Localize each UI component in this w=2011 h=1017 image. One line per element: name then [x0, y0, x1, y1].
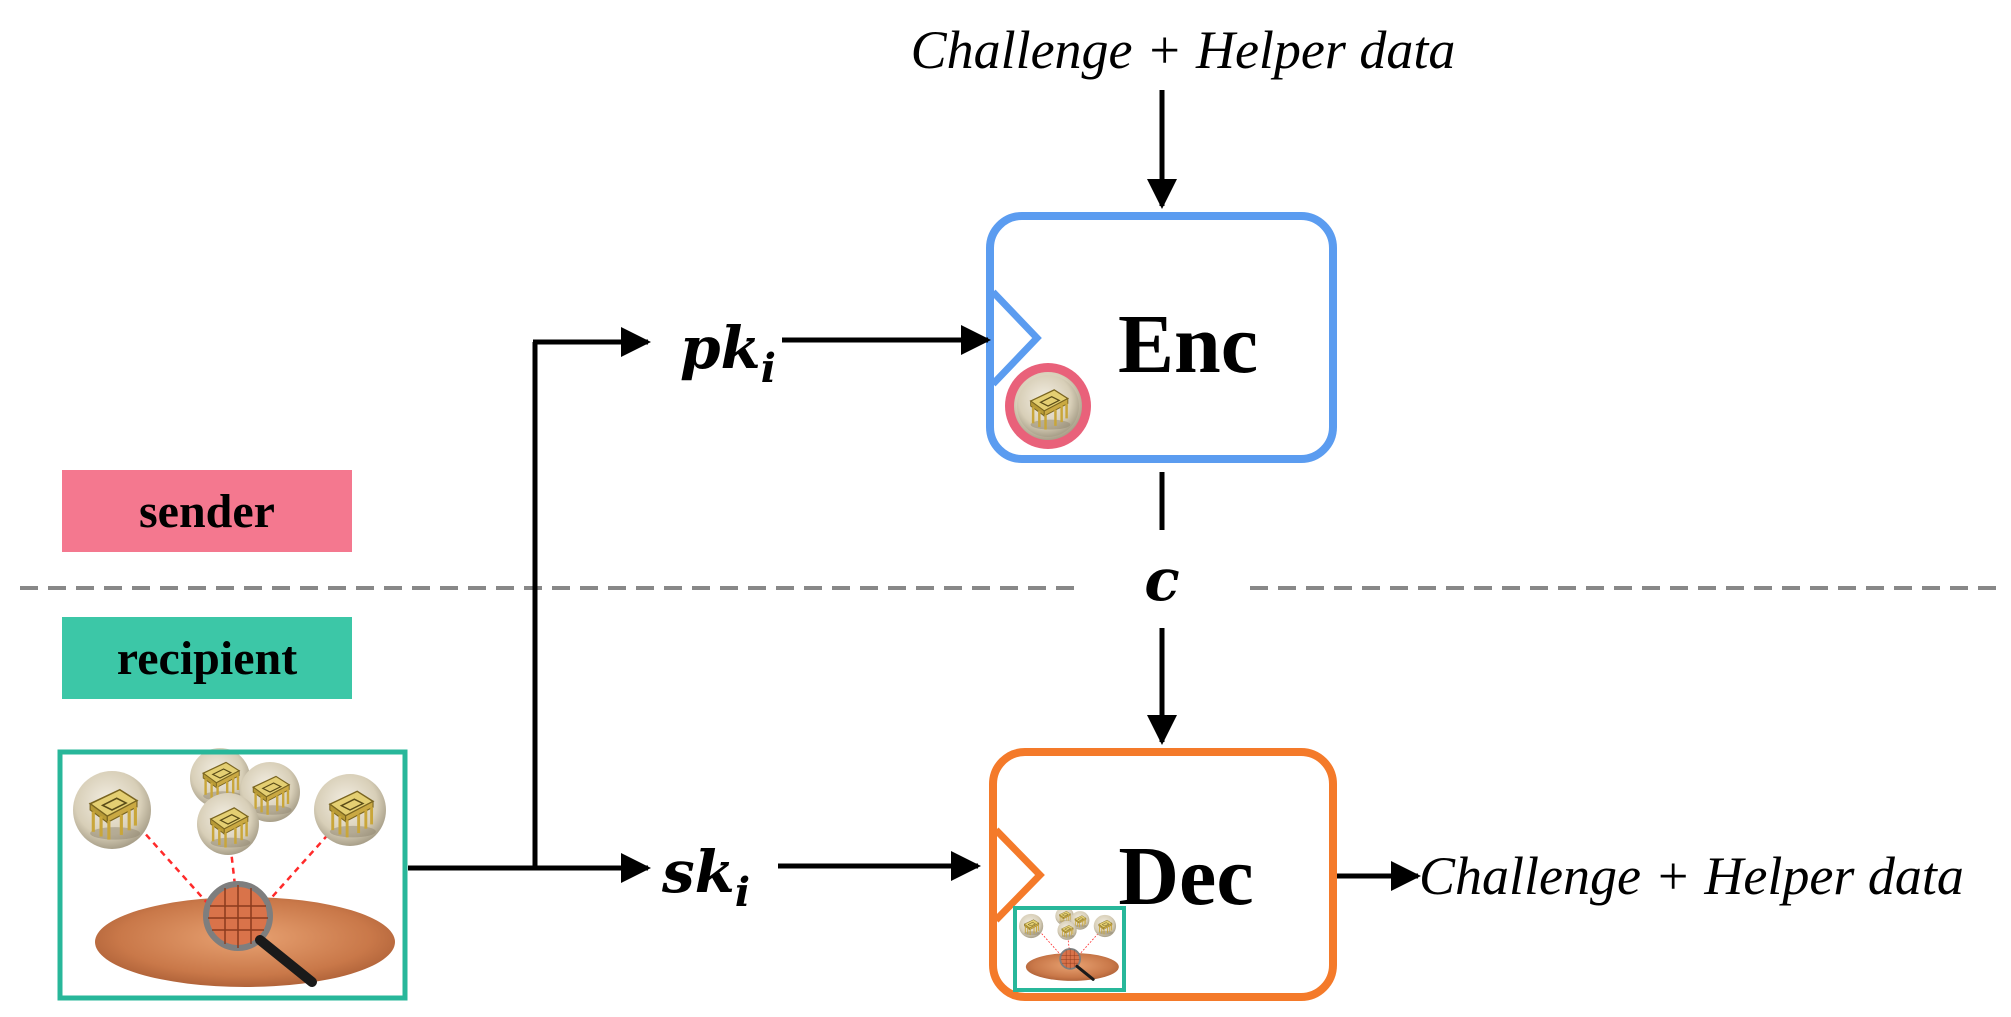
ciphertext-label: c: [1144, 546, 1179, 614]
enc-clock-notch: [990, 289, 1042, 387]
wafer-inspection-icon: [1013, 907, 1126, 992]
recipient-label: recipient: [117, 632, 297, 685]
dec-output-label: Challenge + Helper data: [1419, 846, 1964, 906]
secret-key-label: ski: [661, 838, 750, 916]
secret-key-base: sk: [661, 838, 735, 906]
enc-title: Enc: [1118, 298, 1258, 391]
puf-chip-icon: [1005, 363, 1091, 449]
public-key-subscript: i: [761, 345, 776, 392]
dec-block: Dec: [989, 748, 1337, 1001]
enc-block: Enc: [986, 212, 1337, 463]
enc-input-label: Challenge + Helper data: [911, 20, 1456, 80]
recipient-puf-image: [60, 748, 410, 998]
sender-label-box: sender: [62, 470, 352, 552]
connectors: [408, 90, 1421, 891]
dec-title: Dec: [1118, 830, 1253, 923]
recipient-label-box: recipient: [62, 617, 352, 699]
sender-label: sender: [139, 485, 275, 538]
secret-key-subscript: i: [735, 869, 750, 916]
public-key-base: pk: [680, 314, 761, 382]
dec-clock-notch: [993, 827, 1045, 923]
public-key-label: pki: [680, 314, 776, 392]
